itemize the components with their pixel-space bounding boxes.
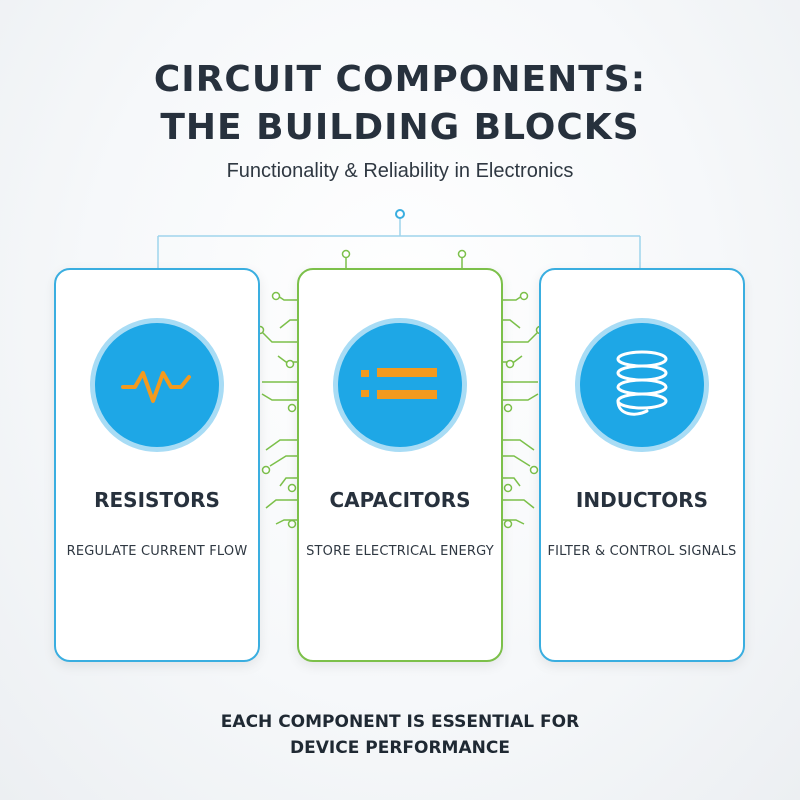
inductors-card: INDUCTORS FILTER & CONTROL SIGNALS [539, 268, 745, 662]
inductor-coil-icon [616, 350, 668, 416]
left-green-traces [259, 295, 300, 525]
page-subtitle: Functionality & Reliability in Electroni… [226, 160, 574, 182]
top-connector-bus [157, 219, 641, 270]
right-green-nodes [503, 291, 545, 529]
inductor-icon-badge [575, 318, 709, 452]
resistor-zigzag-icon [121, 371, 191, 403]
card-title: INDUCTORS [575, 488, 709, 512]
capacitor-plates-icon [361, 368, 437, 399]
card-description: STORE ELECTRICAL ENERGY [306, 544, 494, 559]
top-green-nodes [341, 249, 467, 259]
left-green-nodes [255, 291, 297, 529]
footer-text-line-1: EACH COMPONENT IS ESSENTIAL FOR [220, 712, 580, 732]
right-green-traces [500, 295, 541, 525]
page-title-line-2: THE BUILDING BLOCKS [160, 107, 640, 148]
card-description: FILTER & CONTROL SIGNALS [547, 544, 737, 559]
card-title: RESISTORS [94, 488, 220, 512]
capacitors-card: CAPACITORS STORE ELECTRICAL ENERGY [297, 268, 503, 662]
resistor-icon-badge [90, 318, 224, 452]
card-description: REGULATE CURRENT FLOW [66, 544, 248, 559]
footer-text-line-2: DEVICE PERFORMANCE [290, 738, 510, 758]
resistors-card: RESISTORS REGULATE CURRENT FLOW [54, 268, 260, 662]
capacitor-icon-badge [333, 318, 467, 452]
page-title-line-1: CIRCUIT COMPONENTS: [153, 59, 647, 100]
top-connector-node [395, 209, 405, 219]
card-title: CAPACITORS [329, 488, 471, 512]
